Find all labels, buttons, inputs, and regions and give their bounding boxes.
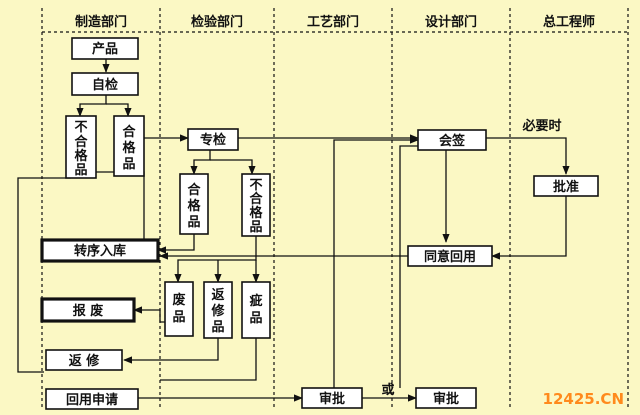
- node-nonconforming-2-box: [241, 173, 271, 237]
- arrow-approve-to-countersign: [333, 136, 419, 388]
- node-nonconforming-1-c2: 合: [74, 134, 88, 150]
- node-conforming-1-c2: 格: [122, 140, 136, 156]
- node-conforming-1-box: [113, 115, 145, 177]
- node-approve-design-box: [415, 387, 477, 409]
- node-product: 产品: [92, 41, 118, 57]
- header-process: 工艺部门: [307, 14, 359, 30]
- node-nonconforming-1-box: [65, 115, 97, 179]
- node-rework-product-c1: 返: [211, 288, 224, 303]
- node-approve-design: 审批: [433, 391, 459, 407]
- node-countersign: 会签: [439, 133, 466, 149]
- node-agree-reuse: 同意回用: [424, 249, 476, 265]
- node-nonconforming-1-c4: 品: [74, 163, 87, 178]
- arrow-countersign-to-approval: [486, 137, 570, 175]
- arrow-nonconf2-to-waste: [174, 236, 257, 283]
- node-special-check: 专检: [200, 132, 226, 148]
- node-rework-product-box: [203, 281, 233, 339]
- node-nonconforming-1-c1: 不: [74, 120, 87, 135]
- node-rework-box: [45, 349, 123, 371]
- node-conforming-2-box: [179, 173, 209, 235]
- node-rework-product-c3: 品: [211, 320, 224, 335]
- node-approve-process-box: [301, 387, 363, 409]
- node-scrap-box: [40, 297, 136, 323]
- watermark-text: 12425.CN: [543, 390, 624, 408]
- annotation-if-needed: 必要时: [521, 118, 561, 134]
- node-nonconforming-2-c3: 格: [249, 205, 263, 221]
- node-waste-c1: 废: [172, 292, 185, 308]
- arrow-approval-to-agree: [491, 196, 567, 260]
- connectors: [17, 59, 570, 402]
- node-waste-box: [164, 281, 194, 337]
- node-nonconforming-2-c1: 不: [249, 178, 262, 193]
- node-waste-c2: 品: [172, 310, 185, 325]
- header-inspection: 检验部门: [191, 14, 243, 30]
- arrow-selfcheck-to-nonconforming: [76, 95, 107, 117]
- node-approve-process: 审批: [319, 391, 345, 407]
- arrow-specialcheck-to-nonconforming2: [210, 159, 256, 175]
- node-conforming-2-c1: 合: [187, 182, 201, 198]
- node-conforming-1-c3: 品: [122, 157, 135, 172]
- arrow-selfcheck-to-conforming: [106, 103, 132, 117]
- column-separators: [41, 8, 629, 410]
- node-conforming-2-c2: 格: [187, 198, 201, 214]
- node-countersign-box: [417, 129, 487, 151]
- header-manufacturing: 制造部门: [75, 14, 127, 30]
- node-rework-product-c2: 修: [210, 303, 225, 319]
- header-chief-engineer: 总工程师: [543, 14, 595, 30]
- node-reuse-request-box: [45, 388, 139, 410]
- node-conforming-2-c3: 品: [187, 215, 200, 230]
- node-transfer-storage-box: [40, 238, 160, 263]
- node-scrap: 报 废: [73, 303, 104, 319]
- node-reuse-request: 回用申请: [66, 392, 118, 408]
- node-defective-c1: 疵: [249, 293, 262, 309]
- node-transfer-storage: 转序入库: [74, 243, 126, 259]
- node-self-check: 自检: [92, 77, 118, 93]
- node-rework: 返 修: [69, 353, 101, 369]
- line-approve2-to-countersign: [399, 145, 418, 388]
- node-defective-box: [241, 281, 271, 339]
- node-nonconforming-2-c4: 品: [249, 220, 262, 235]
- node-agree-reuse-box: [407, 245, 493, 267]
- annotation-or: 或: [381, 382, 394, 398]
- node-special-check-box: [187, 128, 239, 151]
- node-nonconforming-2-c2: 合: [249, 191, 263, 207]
- line-left-return: [17, 160, 71, 373]
- node-defective-c2: 品: [249, 311, 262, 326]
- header-design: 设计部门: [425, 14, 477, 30]
- arrow-conforming2-to-transfer: [157, 234, 195, 254]
- node-conforming-1-c1: 合: [122, 124, 136, 140]
- arrow-specialcheck-to-conforming2: [190, 146, 211, 175]
- node-product-box: [71, 37, 139, 60]
- node-approval: 批准: [553, 179, 579, 195]
- line-defective-to-request: [160, 338, 257, 381]
- arrow-reworkproduct-to-rework: [123, 338, 219, 364]
- node-approval-box: [533, 175, 599, 197]
- node-self-check-box: [71, 72, 139, 96]
- node-nonconforming-1-c3: 格: [74, 148, 88, 164]
